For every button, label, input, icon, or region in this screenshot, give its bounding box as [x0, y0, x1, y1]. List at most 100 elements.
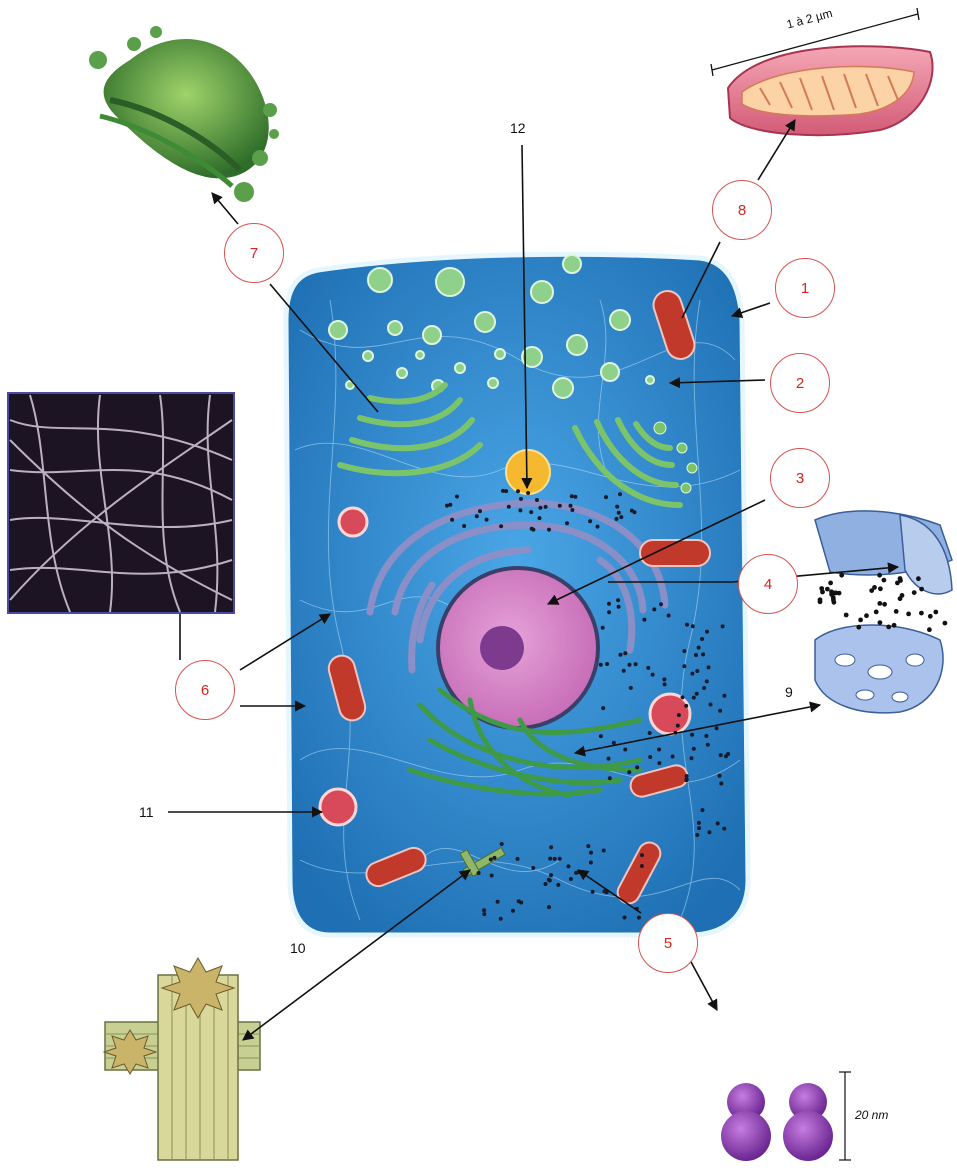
centrosome	[506, 450, 550, 494]
ribosome-dot	[496, 900, 500, 904]
er-ribosome-dot	[927, 627, 932, 632]
ribosome-dot	[630, 509, 634, 513]
ribosome-dot	[615, 517, 619, 521]
er-ribosome-dot	[906, 612, 911, 617]
ribosome-dot	[477, 871, 481, 875]
ribosome-dot	[667, 614, 671, 618]
ribosome-dot	[709, 703, 713, 707]
ribosome-dot	[535, 498, 539, 502]
callout-6: 6	[175, 660, 235, 720]
ribosome-dot	[623, 748, 627, 752]
ribosome-dot	[716, 821, 720, 825]
ribosome-dot	[718, 774, 722, 778]
er-ribosome-dot	[844, 613, 849, 618]
ribosome-dot	[642, 618, 646, 622]
ribosome-dot	[612, 741, 616, 745]
callout-4: 4	[738, 554, 798, 614]
ribosome-scale-label: 20 nm	[855, 1108, 888, 1122]
ribosome-dot	[640, 864, 644, 868]
ribosome-dot	[623, 651, 627, 655]
ribosome-dot	[677, 713, 681, 717]
ribosome-dot	[657, 748, 661, 752]
callout-3: 3	[770, 448, 830, 508]
er-ribosome-dot	[919, 587, 924, 592]
ribosome-inset	[721, 1072, 851, 1161]
ribosome-dot	[722, 827, 726, 831]
ribosome-dot	[516, 857, 520, 861]
ribosome-dot	[704, 734, 708, 738]
ribosome-dot	[475, 514, 479, 518]
ribosome-dot	[684, 704, 688, 708]
ribosome-dot	[635, 765, 639, 769]
ribosome-dot	[719, 782, 723, 786]
ribosome-dot	[702, 686, 706, 690]
ribosome-dot	[726, 752, 730, 756]
ribosome-dot	[607, 610, 611, 614]
er-ribosome-dot	[878, 586, 883, 591]
ribosome-dot	[619, 515, 623, 519]
ribosome-dot	[622, 669, 626, 673]
ribosome-dot	[682, 649, 686, 653]
ribosome-dot	[706, 743, 710, 747]
ribosome-dot	[565, 521, 569, 525]
ribosome-dot	[618, 492, 622, 496]
ribosome-dot	[634, 662, 638, 666]
er-inset	[815, 511, 952, 713]
ribosome-dot	[549, 873, 553, 877]
er-ribosome-dot	[919, 611, 924, 616]
ribosome-dot	[556, 883, 560, 887]
er-ribosome-dot	[916, 576, 921, 581]
ribosome-dot	[663, 682, 667, 686]
er-ribosome-dot	[828, 581, 833, 586]
callout-8: 8	[712, 180, 772, 240]
ribosome-dot	[692, 747, 696, 751]
er-ribosome-dot	[818, 597, 823, 602]
ribosome-dot	[604, 495, 608, 499]
er-ribosome-dot	[882, 602, 887, 607]
er-ribosome-dot	[869, 588, 874, 593]
ribosome-dot	[519, 497, 523, 501]
er-ribosome-dot	[858, 618, 863, 623]
ribosome-dot	[544, 882, 548, 886]
ribosome-dot	[607, 602, 611, 606]
ribosome-dot	[455, 495, 459, 499]
ribosome-dot	[599, 663, 603, 667]
ribosome-dot	[697, 821, 701, 825]
ribosome-dot	[718, 709, 722, 713]
ribosome-dot	[607, 757, 611, 761]
ribosome-dot	[531, 528, 535, 532]
ribosome-dot	[596, 525, 600, 529]
ribosome-dot	[588, 519, 592, 523]
ribosome-dot	[648, 731, 652, 735]
er-ribosome-dot	[839, 573, 844, 578]
arrow-5b	[690, 960, 717, 1010]
ribosome-dot	[601, 706, 605, 710]
ribosome-dot	[676, 724, 680, 728]
er-ribosome-dot	[898, 576, 903, 581]
ribosome-dot	[690, 756, 694, 760]
ribosome-dot	[567, 864, 571, 868]
ribosome-dot	[518, 508, 522, 512]
ribosome-dot	[485, 518, 489, 522]
callout-2: 2	[770, 353, 830, 413]
ribosome-dot	[657, 761, 661, 765]
er-ribosome-dot	[877, 601, 882, 606]
ribosome-dot	[705, 630, 709, 634]
er-ribosome-dot	[892, 623, 897, 628]
ribosome-dot	[589, 861, 593, 865]
ribosome-dot	[628, 663, 632, 667]
nucleolus	[480, 626, 524, 670]
callout-5: 5	[638, 913, 698, 973]
ribosome-dot	[462, 524, 466, 528]
ribosome-dot	[627, 770, 631, 774]
ribosome-dot	[707, 665, 711, 669]
ribosome-dot	[516, 489, 520, 493]
er-ribosome-dot	[882, 578, 887, 583]
ribosome-dot	[504, 489, 508, 493]
er-ribosome-dot	[928, 614, 933, 619]
ribosome-dot	[691, 624, 695, 628]
ribosome-dot	[629, 686, 633, 690]
ribosome-dot	[690, 672, 694, 676]
